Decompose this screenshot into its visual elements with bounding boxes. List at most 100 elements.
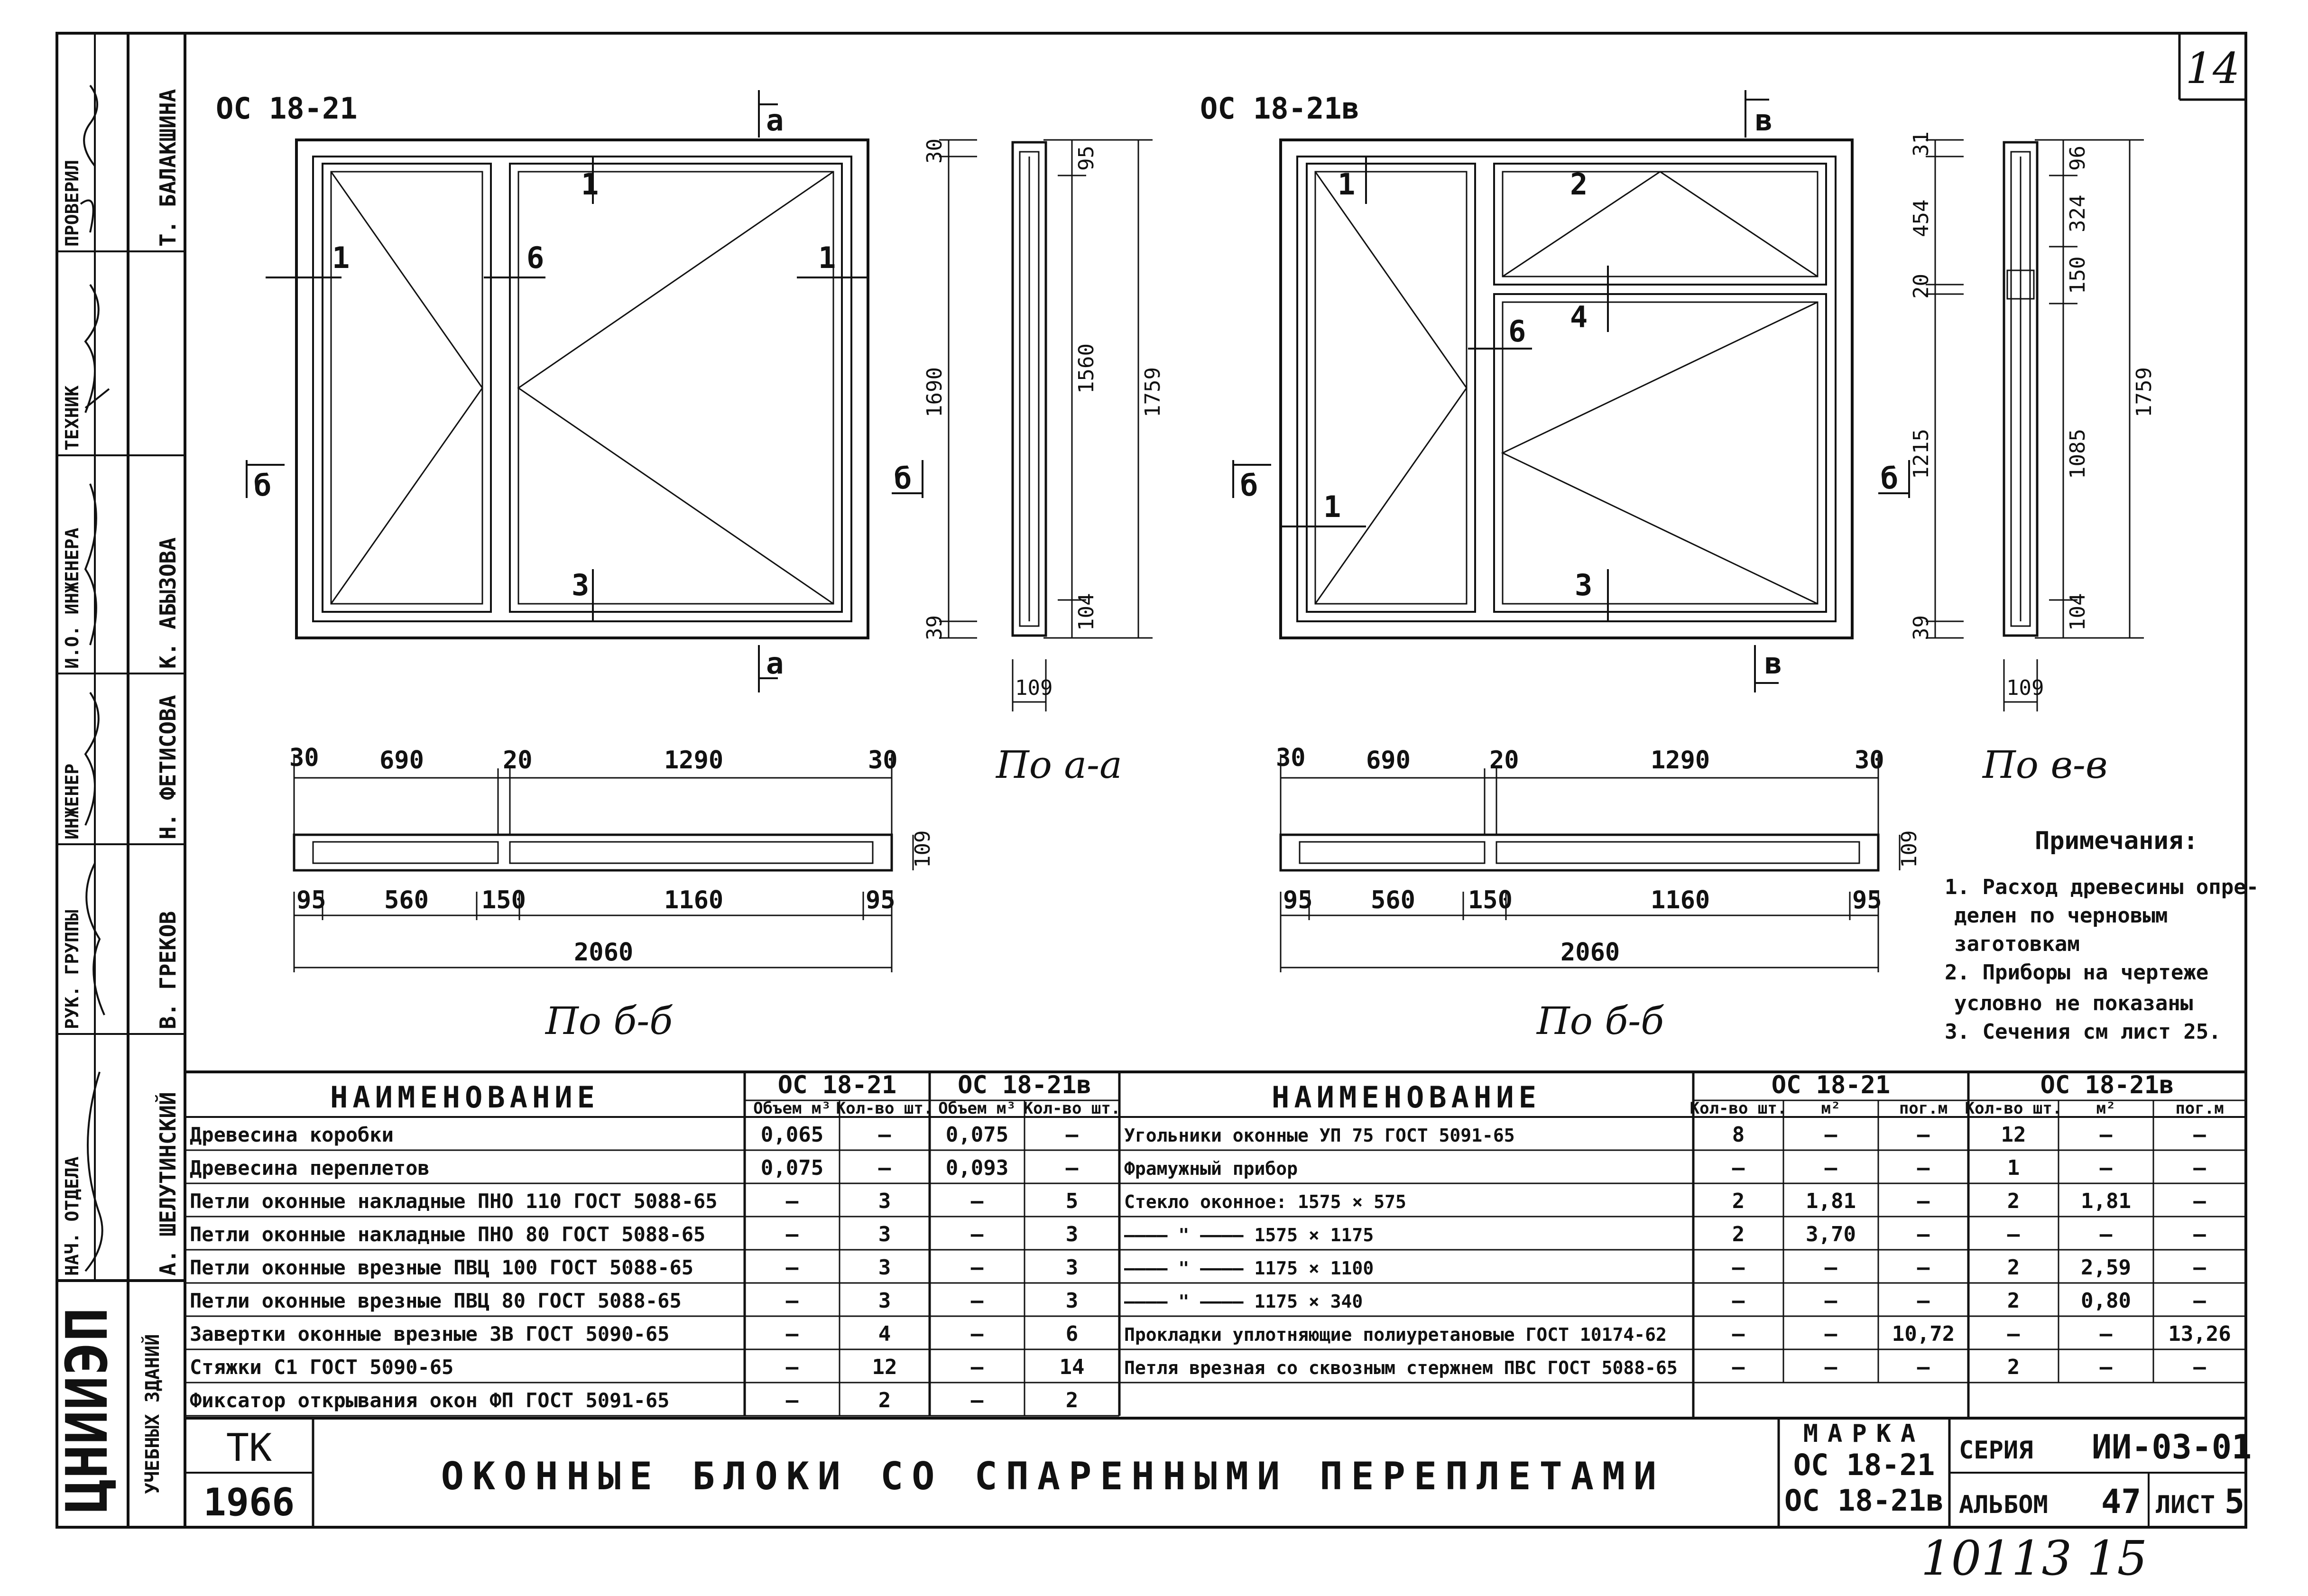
svg-text:1160: 1160 bbox=[664, 886, 723, 914]
table-row-name: Завертки оконные врезные ЗВ ГОСТ 5090-65 bbox=[190, 1322, 669, 1346]
table-row-name: Стяжки С1 ГОСТ 5090-65 bbox=[190, 1356, 453, 1379]
table-cell: 0,075 bbox=[946, 1123, 1008, 1147]
table-cell: 3 bbox=[878, 1189, 891, 1213]
svg-text:109: 109 bbox=[1897, 830, 1921, 868]
table-cell: 3 bbox=[1066, 1255, 1079, 1280]
svg-text:5: 5 bbox=[2225, 1482, 2244, 1521]
table-cell: — bbox=[2193, 1222, 2206, 1246]
table-cell: 2 bbox=[1066, 1388, 1079, 1412]
table-cell: — bbox=[2193, 1255, 2206, 1280]
svg-text:1290: 1290 bbox=[664, 746, 723, 775]
table-row-name: Петли оконные накладные ПНО 80 ГОСТ 5088… bbox=[190, 1223, 705, 1246]
stamp-role: ТЕХНИК bbox=[62, 386, 83, 451]
table-cell: — bbox=[2193, 1355, 2206, 1379]
svg-text:30: 30 bbox=[289, 744, 319, 772]
table-cell: 10,72 bbox=[1892, 1322, 1955, 1346]
svg-text:324: 324 bbox=[2066, 195, 2090, 232]
svg-text:б: б bbox=[1881, 461, 1898, 496]
view-vv-caption: По в-в bbox=[1982, 743, 2108, 787]
svg-text:1560: 1560 bbox=[1074, 343, 1099, 394]
svg-text:560: 560 bbox=[1371, 886, 1415, 914]
svg-text:ОС 18-21: ОС 18-21 bbox=[1793, 1448, 1935, 1482]
table-cell: 3 bbox=[878, 1255, 891, 1280]
table-cell: — bbox=[1917, 1255, 1930, 1280]
svg-text:б: б bbox=[254, 468, 271, 503]
sheet-number: 14 bbox=[2186, 44, 2240, 93]
col-qty: Кол-во шт. bbox=[836, 1099, 933, 1118]
svg-text:МАРКА: МАРКА bbox=[1803, 1420, 1925, 1448]
table-cell: — bbox=[971, 1322, 984, 1346]
svg-text:2060: 2060 bbox=[574, 938, 633, 967]
svg-text:104: 104 bbox=[1074, 593, 1099, 631]
table-row-name: Фиксатор открывания окон ФП ГОСТ 5091-65 bbox=[190, 1389, 669, 1412]
window-a-elevation: ОС 18-21 1 1 1 6 3 а а б б bbox=[216, 90, 923, 692]
table-cell: — bbox=[2100, 1222, 2113, 1246]
table-cell: — bbox=[1825, 1322, 1837, 1346]
table-cell: — bbox=[971, 1289, 984, 1313]
svg-text:1: 1 bbox=[581, 167, 599, 202]
table-cell: 3 bbox=[878, 1222, 891, 1246]
svg-text:31: 31 bbox=[1909, 131, 1933, 157]
table-cell: — bbox=[971, 1255, 984, 1280]
svg-text:1690: 1690 bbox=[923, 367, 947, 417]
svg-text:95: 95 bbox=[1852, 886, 1882, 914]
svg-text:в: в bbox=[1755, 103, 1773, 138]
signature-2 bbox=[84, 284, 110, 413]
table-cell: — bbox=[878, 1123, 891, 1147]
table-cell: 2 bbox=[1732, 1222, 1745, 1246]
svg-text:1: 1 bbox=[1323, 489, 1341, 524]
table-cell: — bbox=[878, 1156, 891, 1180]
svg-text:б: б bbox=[1240, 468, 1258, 503]
table-cell: 8 bbox=[1732, 1123, 1745, 1147]
window-a-plan-bb: 30 690 20 1290 30 109 95 560 150 1160 95… bbox=[289, 744, 935, 1043]
table-row-name: Древесина переплетов bbox=[190, 1156, 430, 1180]
table-cell: — bbox=[2007, 1222, 2020, 1246]
col-header: Кол-во шт. bbox=[1690, 1099, 1787, 1118]
sheet-title: ОКОННЫЕ БЛОКИ СО СПАРЕННЫМИ ПЕРЕПЛЕТАМИ bbox=[441, 1454, 1665, 1498]
window-a-section-aa: 30 1690 39 95 1560 104 1759 109 По а-а bbox=[923, 138, 1165, 787]
year: 1966 bbox=[203, 1480, 295, 1524]
table-cell: 2 bbox=[2007, 1189, 2020, 1213]
col-volume: Объем м³ bbox=[938, 1099, 1016, 1118]
svg-text:2. Приборы на чертеже: 2. Приборы на чертеже bbox=[1945, 960, 2208, 985]
table-cell: — bbox=[786, 1189, 799, 1213]
table-cell: 3 bbox=[878, 1289, 891, 1313]
svg-text:150: 150 bbox=[1468, 886, 1513, 914]
signature-4 bbox=[84, 692, 100, 826]
table-cell: — bbox=[2100, 1355, 2113, 1379]
svg-text:30: 30 bbox=[1276, 744, 1306, 772]
svg-text:а: а bbox=[766, 646, 784, 681]
table-row-name: Петля врезная со сквозным стержнем ПВС Г… bbox=[1124, 1357, 1678, 1378]
table-row-name: Петли оконные врезные ПВЦ 100 ГОСТ 5088-… bbox=[190, 1256, 693, 1279]
table-cell: — bbox=[2100, 1123, 2113, 1147]
svg-text:96: 96 bbox=[2066, 146, 2090, 171]
table-cell: 3 bbox=[1066, 1222, 1079, 1246]
svg-text:условно не показаны: условно не показаны bbox=[1954, 991, 2193, 1015]
svg-text:1160: 1160 bbox=[1651, 886, 1710, 914]
svg-text:СЕРИЯ: СЕРИЯ bbox=[1959, 1436, 2033, 1465]
svg-text:690: 690 bbox=[379, 746, 424, 775]
table-row-name: ———— " ———— 1175 × 1100 bbox=[1124, 1258, 1374, 1279]
table-cell: — bbox=[1732, 1255, 1745, 1280]
table-cell: — bbox=[786, 1388, 799, 1412]
table-cell: — bbox=[786, 1222, 799, 1246]
svg-text:150: 150 bbox=[481, 886, 526, 914]
stamp-role: ПРОВЕРИЛ bbox=[62, 160, 83, 247]
table-left-header: НАИМЕНОВАНИЕ bbox=[330, 1080, 600, 1115]
table-cell: 0,80 bbox=[2081, 1289, 2131, 1313]
table-cell: — bbox=[1917, 1222, 1930, 1246]
table-cell: — bbox=[786, 1322, 799, 1346]
svg-text:39: 39 bbox=[923, 615, 947, 640]
stamp-name: К. АБЫЗОВА bbox=[155, 537, 181, 669]
table-cell: 5 bbox=[1066, 1189, 1079, 1213]
svg-text:109: 109 bbox=[2006, 676, 2044, 700]
svg-text:47: 47 bbox=[2101, 1482, 2141, 1521]
archive-number: 10113 15 bbox=[1921, 1531, 2147, 1586]
table-cell: 1 bbox=[2007, 1156, 2020, 1180]
svg-text:30: 30 bbox=[923, 138, 947, 164]
table-cell: 4 bbox=[878, 1322, 891, 1346]
table-cell: — bbox=[1917, 1123, 1930, 1147]
table-cell: 2 bbox=[878, 1388, 891, 1412]
table-cell: 2 bbox=[1732, 1189, 1745, 1213]
table-cell: 13,26 bbox=[2168, 1322, 2231, 1346]
